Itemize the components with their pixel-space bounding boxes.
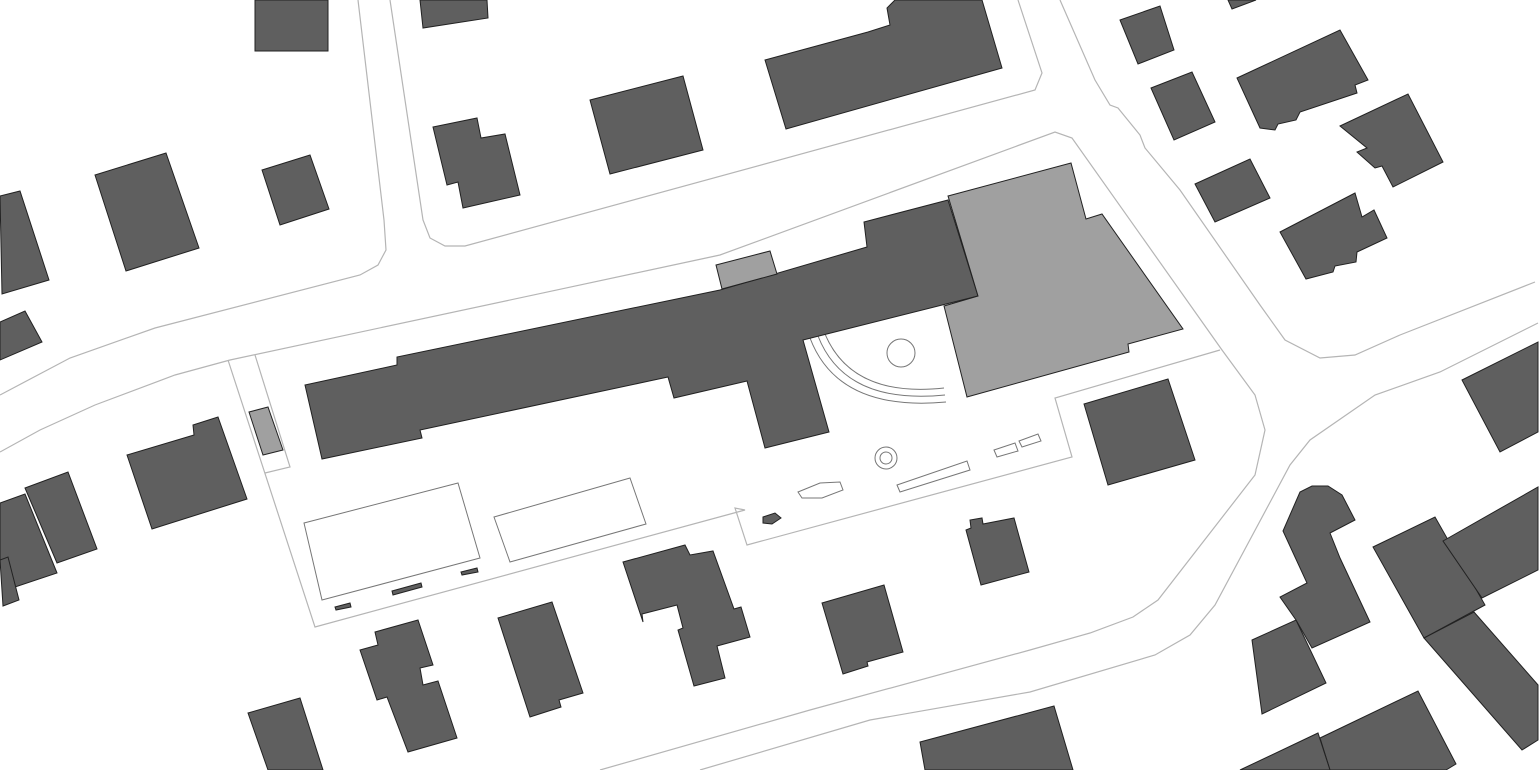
amphitheater-steps xyxy=(809,333,947,404)
building xyxy=(1372,516,1486,639)
bench-small xyxy=(1018,433,1042,448)
bench-dark xyxy=(334,602,352,611)
building xyxy=(1083,378,1196,486)
building xyxy=(1194,158,1271,223)
building xyxy=(1319,690,1457,770)
building xyxy=(0,310,43,361)
building xyxy=(419,0,489,29)
building xyxy=(359,619,458,753)
building xyxy=(497,601,584,718)
building xyxy=(261,154,330,226)
bench-small xyxy=(993,442,1019,458)
building xyxy=(1279,485,1371,649)
bench-dark xyxy=(391,582,423,596)
building xyxy=(622,544,751,687)
building xyxy=(764,0,1003,130)
building xyxy=(919,705,1074,770)
building xyxy=(1119,5,1175,65)
building xyxy=(821,584,904,675)
building xyxy=(1251,619,1327,715)
fountain-outer xyxy=(874,446,898,470)
building xyxy=(24,471,98,564)
school-gym-building xyxy=(943,162,1184,398)
building xyxy=(254,0,329,52)
building xyxy=(1236,29,1369,131)
fountain-inner xyxy=(879,451,893,465)
boat-sculpture xyxy=(797,481,844,499)
building xyxy=(126,416,248,530)
building xyxy=(589,75,704,175)
school-grounds-features xyxy=(303,333,1042,611)
building xyxy=(1227,0,1257,10)
building xyxy=(1150,71,1216,141)
building xyxy=(1423,611,1539,751)
small-shed xyxy=(248,406,284,456)
building xyxy=(0,190,50,295)
round-planter xyxy=(886,338,916,368)
school-main-building xyxy=(304,199,979,460)
building xyxy=(247,697,324,770)
building xyxy=(1442,486,1539,599)
bench-dark xyxy=(460,567,479,576)
building xyxy=(1279,192,1388,280)
building xyxy=(1339,93,1444,188)
bench xyxy=(896,460,971,493)
building xyxy=(1239,732,1331,770)
building xyxy=(94,152,200,272)
building xyxy=(0,556,20,607)
school-annex xyxy=(715,250,778,290)
sports-field xyxy=(303,482,481,601)
rock xyxy=(762,512,782,525)
building xyxy=(1461,341,1539,453)
building xyxy=(965,517,1030,586)
building xyxy=(0,493,58,589)
play-area xyxy=(493,477,647,563)
building xyxy=(432,117,521,209)
